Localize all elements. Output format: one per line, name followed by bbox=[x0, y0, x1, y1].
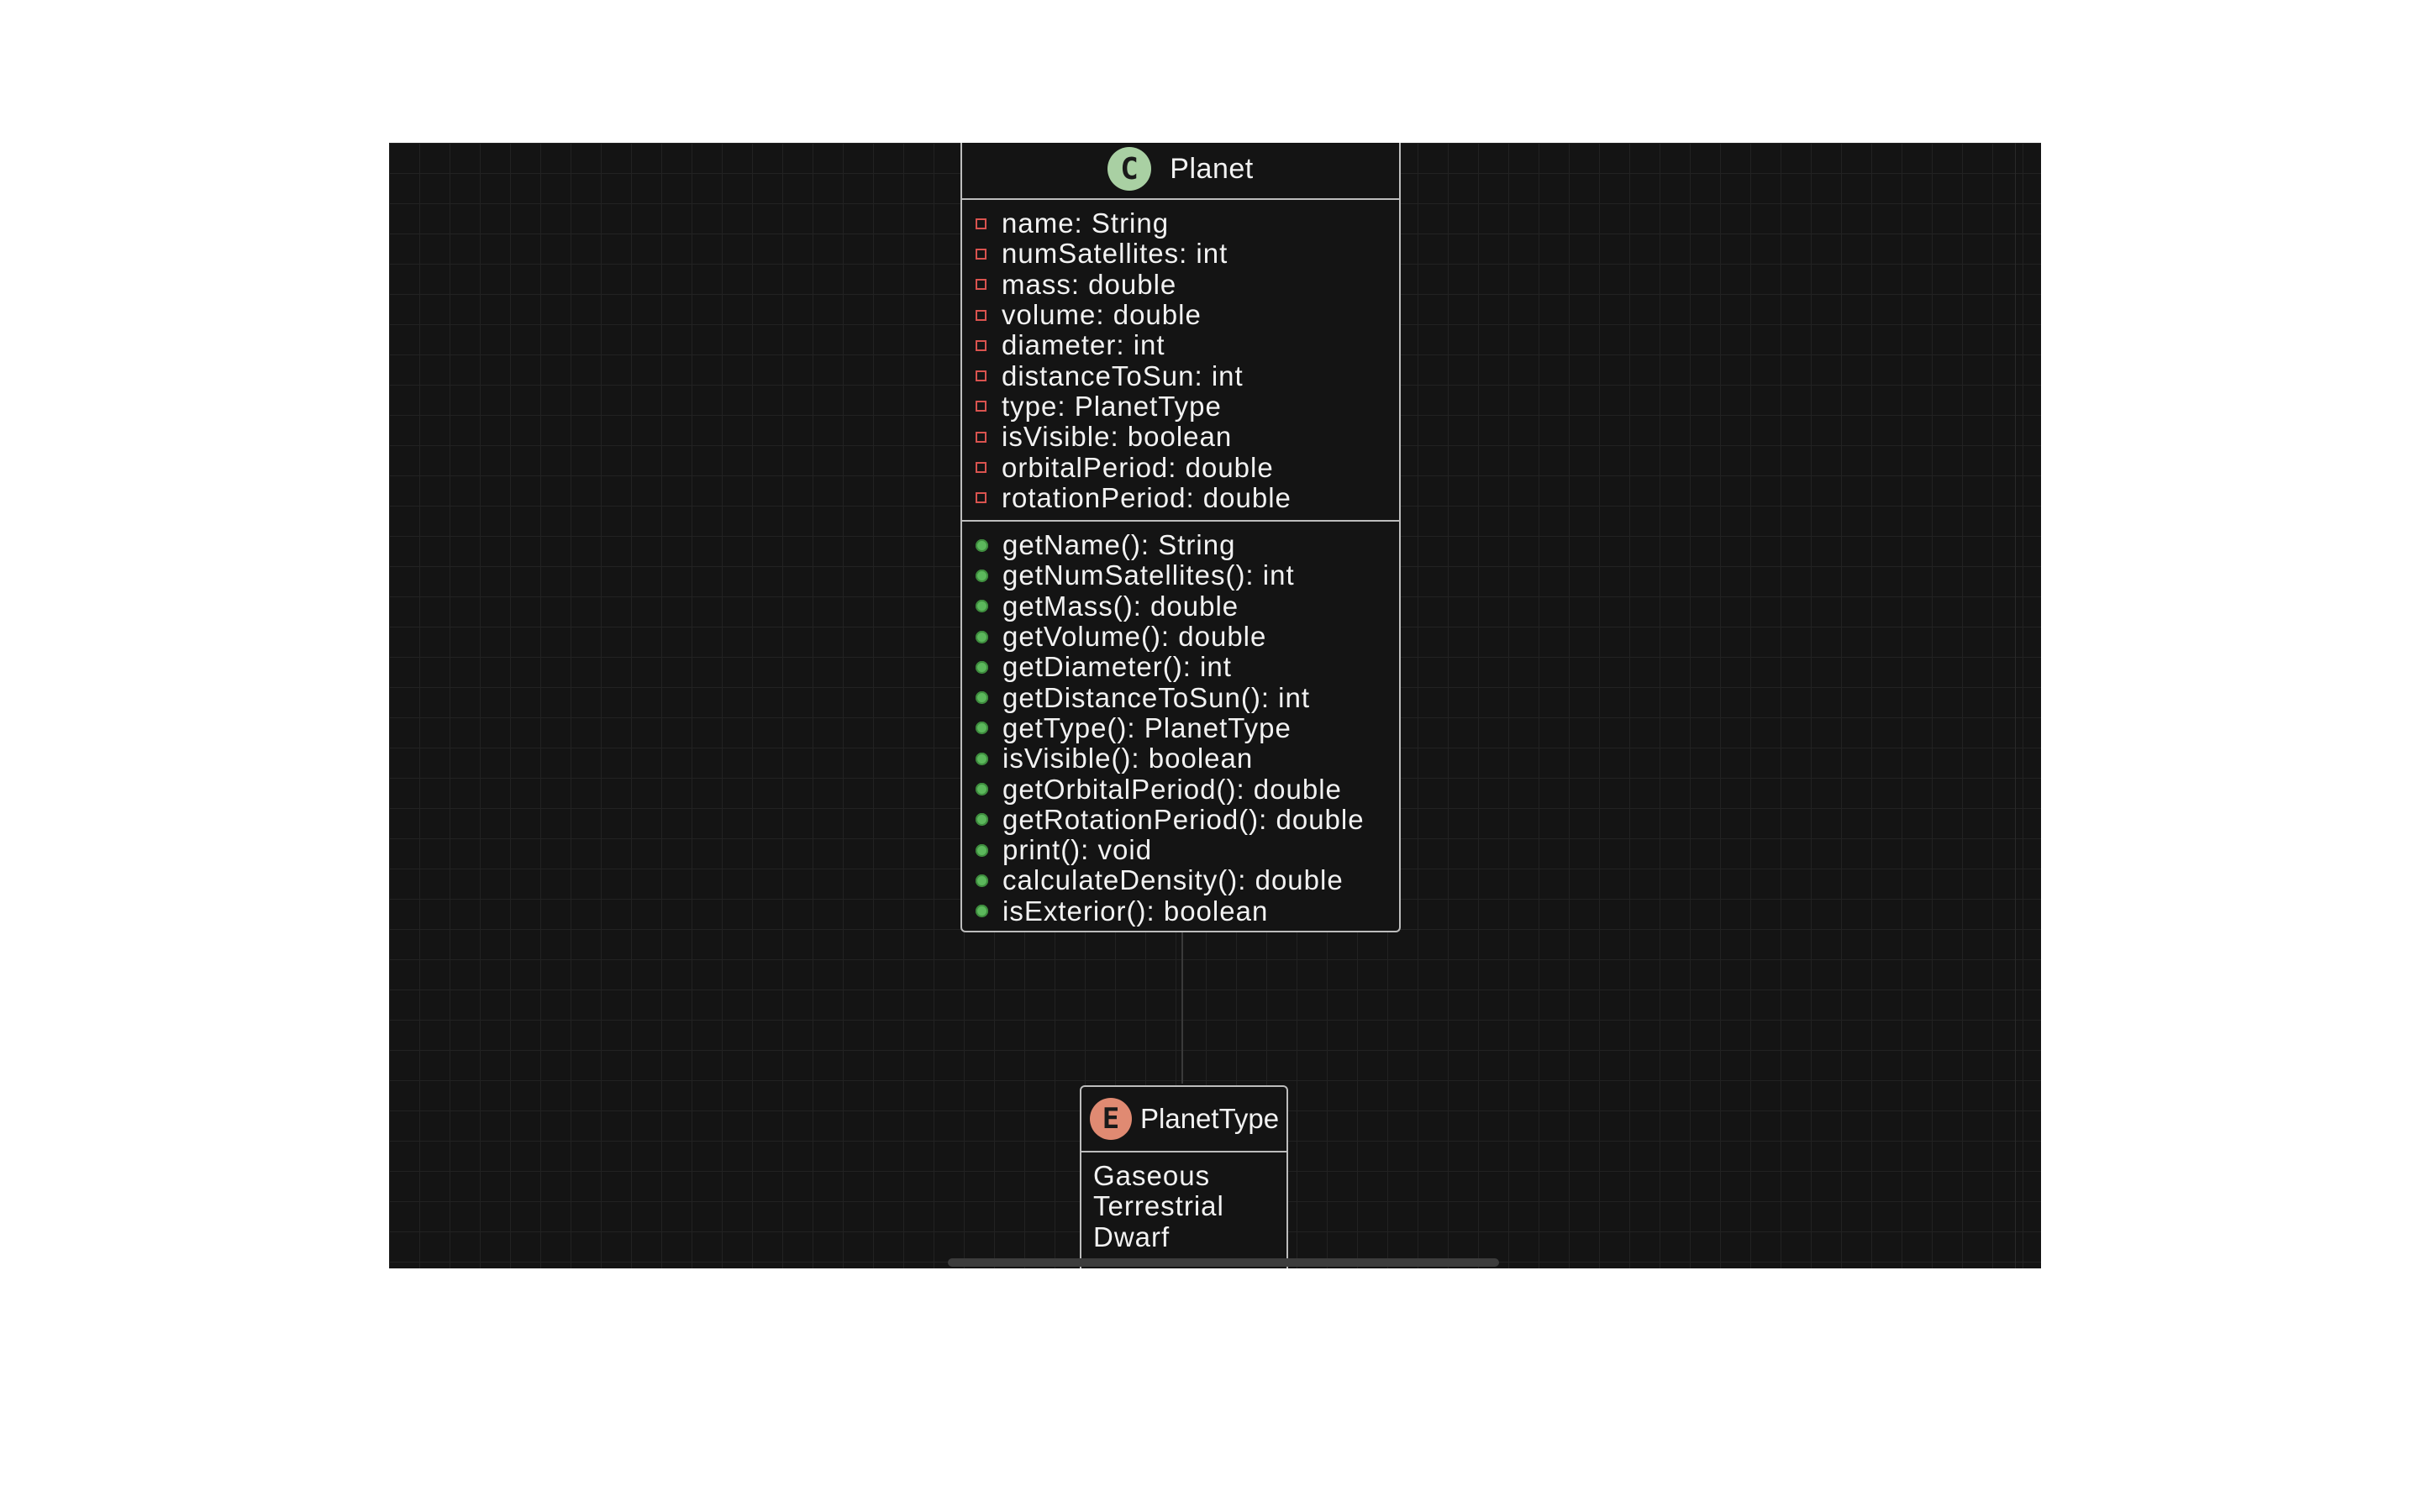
attribute-row[interactable]: diameter: int bbox=[976, 329, 1399, 361]
method-row[interactable]: getDiameter(): int bbox=[976, 651, 1399, 683]
method-row[interactable]: isExterior(): boolean bbox=[976, 895, 1399, 927]
attribute-row[interactable]: distanceToSun: int bbox=[976, 360, 1399, 391]
class-stereotype-icon: C bbox=[1107, 147, 1152, 191]
public-visibility-icon bbox=[976, 538, 988, 552]
canvas-edge bbox=[2015, 143, 2016, 1268]
method-row[interactable]: getOrbitalPeriod(): double bbox=[976, 773, 1399, 805]
method-label: getNumSatellites(): int bbox=[1002, 559, 1295, 591]
method-label: getRotationPeriod(): double bbox=[1002, 803, 1365, 835]
public-visibility-icon bbox=[976, 782, 988, 795]
private-visibility-icon bbox=[976, 492, 986, 504]
method-label: getOrbitalPeriod(): double bbox=[1002, 773, 1342, 805]
method-label: print(): void bbox=[1002, 834, 1153, 866]
public-visibility-icon bbox=[976, 843, 988, 857]
method-row[interactable]: print(): void bbox=[976, 834, 1399, 866]
method-label: isVisible(): boolean bbox=[1002, 743, 1254, 774]
class-header: C Planet bbox=[962, 143, 1399, 200]
attribute-label: mass: double bbox=[1002, 268, 1177, 300]
method-row[interactable]: isVisible(): boolean bbox=[976, 743, 1399, 774]
attribute-row[interactable]: rotationPeriod: double bbox=[976, 481, 1399, 513]
public-visibility-icon bbox=[976, 660, 988, 674]
attribute-row[interactable]: mass: double bbox=[976, 268, 1399, 300]
private-visibility-icon bbox=[976, 339, 986, 351]
public-visibility-icon bbox=[976, 813, 988, 827]
method-label: getDiameter(): int bbox=[1002, 651, 1232, 683]
attribute-label: isVisible: boolean bbox=[1002, 421, 1233, 453]
method-row[interactable]: getType(): PlanetType bbox=[976, 711, 1399, 743]
attribute-label: rotationPeriod: double bbox=[1002, 481, 1292, 513]
private-visibility-icon bbox=[976, 370, 986, 382]
attribute-row[interactable]: name: String bbox=[976, 207, 1399, 239]
attribute-label: numSatellites: int bbox=[1002, 238, 1228, 270]
method-row[interactable]: getVolume(): double bbox=[976, 621, 1399, 653]
attribute-row[interactable]: volume: double bbox=[976, 299, 1399, 331]
private-visibility-icon bbox=[976, 431, 986, 443]
attribute-row[interactable]: numSatellites: int bbox=[976, 238, 1399, 270]
horizontal-scrollbar[interactable] bbox=[948, 1258, 1499, 1267]
public-visibility-icon bbox=[976, 874, 988, 887]
attribute-row[interactable]: orbitalPeriod: double bbox=[976, 451, 1399, 483]
method-row[interactable]: getNumSatellites(): int bbox=[976, 559, 1399, 591]
enum-value[interactable]: Dwarf bbox=[1093, 1221, 1171, 1252]
public-visibility-icon bbox=[976, 905, 988, 918]
public-visibility-icon bbox=[976, 630, 988, 643]
attribute-label: type: PlanetType bbox=[1002, 390, 1222, 422]
private-visibility-icon bbox=[976, 309, 986, 321]
association-line-planet-planettype bbox=[1181, 932, 1183, 1084]
private-visibility-icon bbox=[976, 279, 986, 291]
method-label: getType(): PlanetType bbox=[1002, 711, 1292, 743]
method-row[interactable]: getMass(): double bbox=[976, 591, 1399, 622]
attribute-label: name: String bbox=[1002, 207, 1170, 239]
class-name: Planet bbox=[1170, 152, 1254, 185]
attribute-label: orbitalPeriod: double bbox=[1002, 451, 1274, 483]
attribute-label: distanceToSun: int bbox=[1002, 360, 1244, 391]
enum-name: PlanetType bbox=[1140, 1103, 1280, 1134]
attribute-label: diameter: int bbox=[1002, 329, 1165, 361]
method-row[interactable]: getRotationPeriod(): double bbox=[976, 803, 1399, 835]
attribute-row[interactable]: type: PlanetType bbox=[976, 391, 1399, 422]
method-row[interactable]: calculateDensity(): double bbox=[976, 864, 1399, 896]
enum-stereotype-icon: E bbox=[1090, 1098, 1132, 1140]
method-label: getMass(): double bbox=[1002, 590, 1239, 622]
public-visibility-icon bbox=[976, 600, 988, 613]
private-visibility-icon bbox=[976, 401, 986, 412]
method-label: getName(): String bbox=[1002, 529, 1236, 561]
enum-value[interactable]: Terrestrial bbox=[1093, 1190, 1224, 1222]
method-label: calculateDensity(): double bbox=[1002, 864, 1344, 896]
method-label: getVolume(): double bbox=[1002, 621, 1267, 653]
attribute-row[interactable]: isVisible: boolean bbox=[976, 421, 1399, 453]
public-visibility-icon bbox=[976, 752, 988, 765]
method-label: isExterior(): boolean bbox=[1002, 895, 1269, 927]
method-row[interactable]: getName(): String bbox=[976, 529, 1399, 561]
private-visibility-icon bbox=[976, 218, 986, 229]
public-visibility-icon bbox=[976, 722, 988, 735]
method-label: getDistanceToSun(): int bbox=[1002, 681, 1311, 713]
attribute-label: volume: double bbox=[1002, 299, 1202, 331]
private-visibility-icon bbox=[976, 248, 986, 260]
enum-header: E PlanetType bbox=[1081, 1087, 1286, 1152]
private-visibility-icon bbox=[976, 462, 986, 474]
enum-value[interactable]: Gaseous bbox=[1093, 1160, 1211, 1192]
public-visibility-icon bbox=[976, 569, 988, 582]
public-visibility-icon bbox=[976, 691, 988, 705]
method-row[interactable]: getDistanceToSun(): int bbox=[976, 681, 1399, 713]
